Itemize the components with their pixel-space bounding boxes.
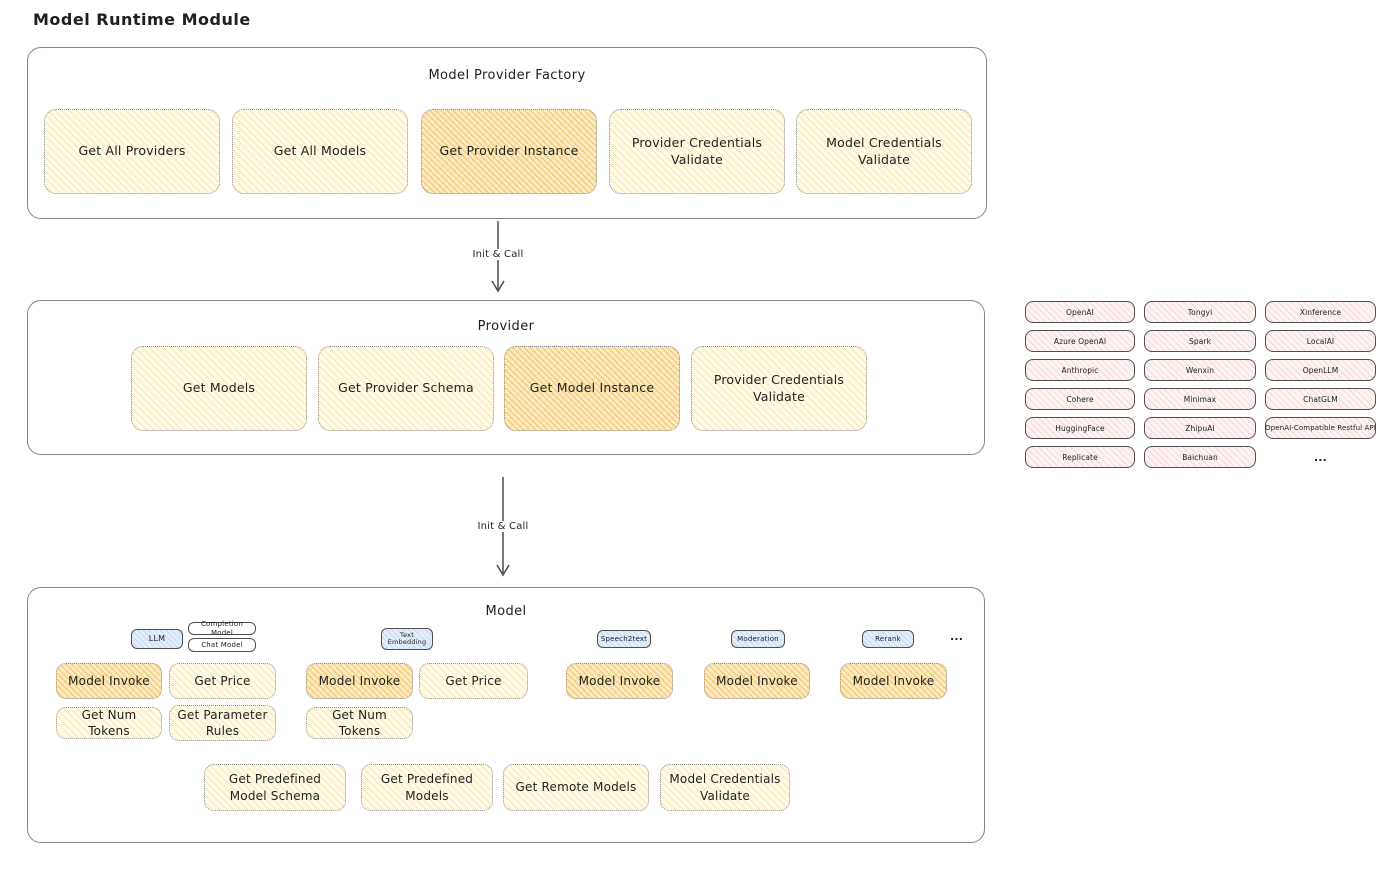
tag-completion-model: Completion Model	[188, 620, 256, 637]
init-call-label-2: Init & Call	[474, 521, 532, 532]
provider-get-models: Get Models	[131, 346, 307, 431]
provider-title: Provider	[477, 319, 535, 334]
registry-pill-minimax: Minimax	[1144, 388, 1256, 410]
registry-pill-tongyi: Tongyi	[1144, 301, 1256, 323]
model-invoke-text-embedding: Model Invoke	[306, 663, 413, 699]
registry-pill-azure-openai: Azure OpenAI	[1025, 330, 1135, 352]
tag-moderation: Moderation	[731, 630, 785, 648]
factory-get-provider-instance: Get Provider Instance	[421, 109, 597, 194]
factory-panel: Model Provider Factory Get All Providers…	[27, 47, 987, 219]
registry-pill-openai-compatible: OpenAI-Compatible Restful API	[1265, 417, 1376, 439]
registry-pill-huggingface: HuggingFace	[1025, 417, 1135, 439]
registry-pill-anthropic: Anthropic	[1025, 359, 1135, 381]
model-invoke-rerank: Model Invoke	[840, 663, 947, 699]
factory-provider-credentials-validate: Provider Credentials Validate	[609, 109, 785, 194]
model-invoke-moderation: Model Invoke	[704, 663, 810, 699]
tag-speech2text: Speech2text	[597, 630, 651, 648]
registry-pill-openllm: OpenLLM	[1265, 359, 1376, 381]
registry-pill-localai: LocalAI	[1265, 330, 1376, 352]
registry-pill-replicate: Replicate	[1025, 446, 1135, 468]
registry-pill-baichuan: Baichuan	[1144, 446, 1256, 468]
get-price-llm: Get Price	[169, 663, 276, 699]
tag-text-embedding: Text Embedding	[381, 628, 433, 650]
tag-llm: LLM	[131, 629, 183, 649]
get-price-text-embedding: Get Price	[419, 663, 528, 699]
registry-pill-zhipuai: ZhipuAI	[1144, 417, 1256, 439]
get-num-tokens-text-embedding: Get Num Tokens	[306, 707, 413, 739]
get-remote-models: Get Remote Models	[503, 764, 649, 811]
arrow-factory-to-provider: Init & Call	[469, 221, 527, 297]
tags-ellipsis: ...	[950, 630, 964, 643]
provider-get-model-instance: Get Model Instance	[504, 346, 680, 431]
arrow-provider-to-model: Init & Call	[474, 477, 532, 581]
tag-chat-model: Chat Model	[188, 638, 256, 652]
model-panel: Model LLM Completion Model Chat Model Te…	[27, 587, 985, 843]
factory-get-all-models: Get All Models	[232, 109, 408, 194]
factory-title: Model Provider Factory	[428, 68, 586, 83]
page-title: Model Runtime Module	[33, 10, 251, 29]
registry-pill-spark: Spark	[1144, 330, 1256, 352]
factory-get-all-providers: Get All Providers	[44, 109, 220, 194]
model-invoke-llm: Model Invoke	[56, 663, 162, 699]
provider-get-provider-schema: Get Provider Schema	[318, 346, 494, 431]
registry-pill-chatglm: ChatGLM	[1265, 388, 1376, 410]
registry-pill-openai: OpenAI	[1025, 301, 1135, 323]
get-parameter-rules: Get Parameter Rules	[169, 705, 276, 741]
registry-pill-wenxin: Wenxin	[1144, 359, 1256, 381]
provider-provider-credentials-validate: Provider Credentials Validate	[691, 346, 867, 431]
model-invoke-speech2text: Model Invoke	[566, 663, 673, 699]
model-title: Model	[485, 604, 527, 619]
model-credentials-validate: Model Credentials Validate	[660, 764, 790, 811]
get-num-tokens-llm: Get Num Tokens	[56, 707, 162, 739]
registry-ellipsis: ...	[1313, 450, 1328, 464]
provider-panel: Provider Get Models Get Provider Schema …	[27, 300, 985, 455]
registry-pill-cohere: Cohere	[1025, 388, 1135, 410]
provider-registry: OpenAI Tongyi Xinference Azure OpenAI Sp…	[1025, 301, 1376, 468]
registry-pill-xinference: Xinference	[1265, 301, 1376, 323]
tag-rerank: Rerank	[862, 630, 914, 648]
init-call-label-1: Init & Call	[469, 249, 527, 260]
get-predefined-models: Get Predefined Models	[361, 764, 493, 811]
get-predefined-model-schema: Get Predefined Model Schema	[204, 764, 346, 811]
factory-model-credentials-validate: Model Credentials Validate	[796, 109, 972, 194]
